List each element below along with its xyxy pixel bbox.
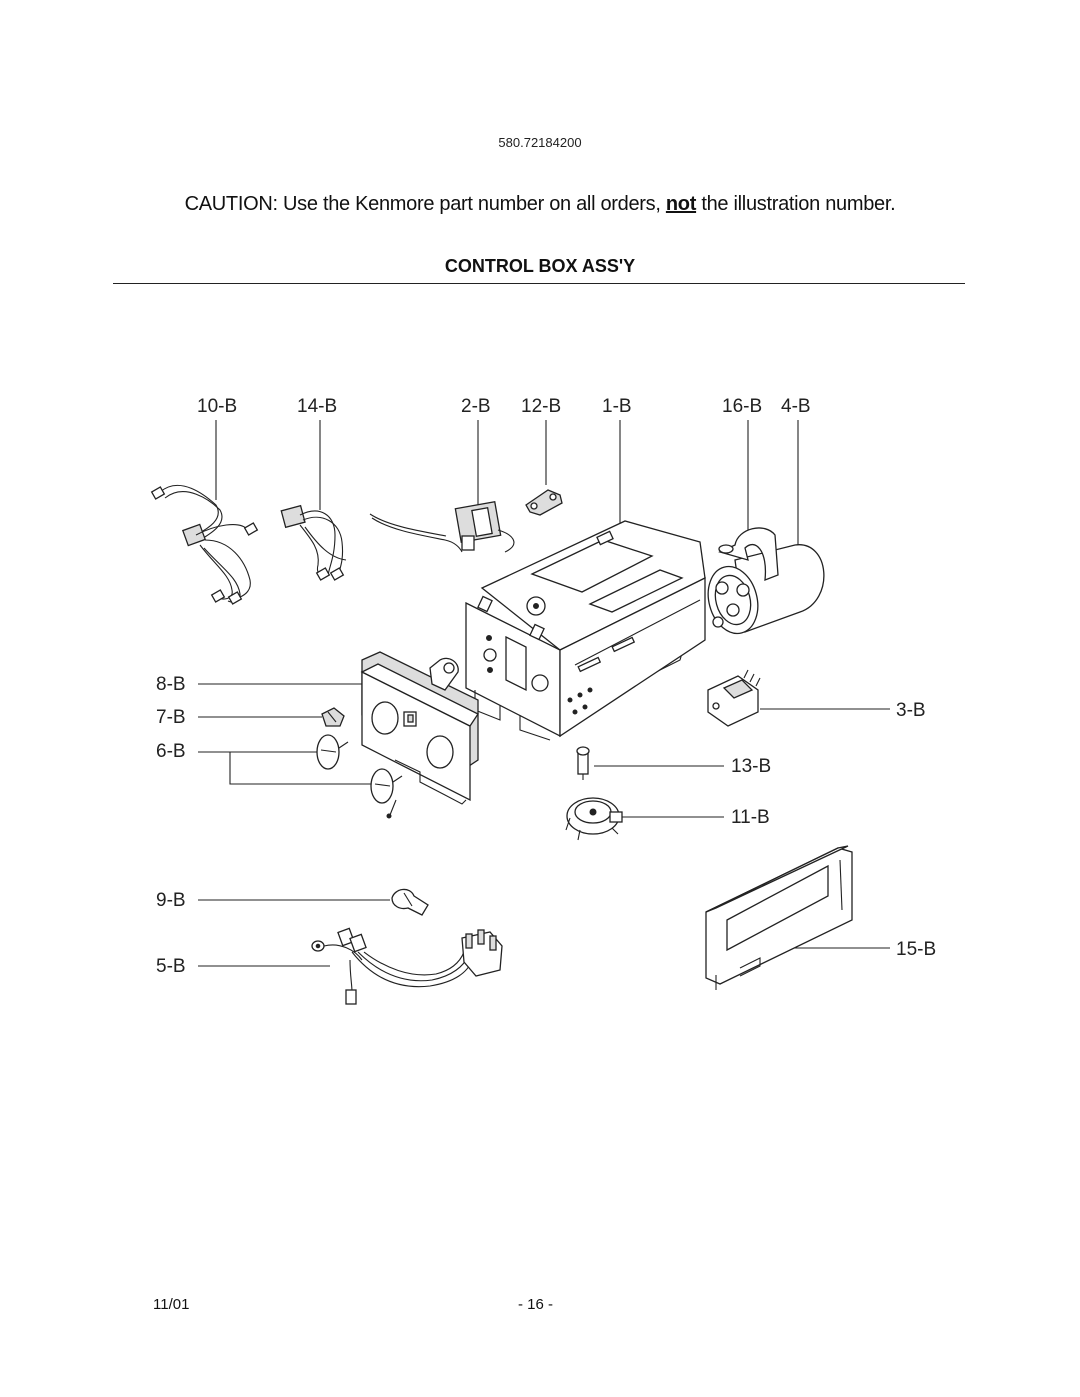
callout-6b: 6-B (156, 741, 186, 762)
callout-5b: 5-B (156, 956, 186, 977)
caution-emphasis: not (665, 193, 697, 215)
leader-lines (198, 420, 890, 967)
capacitor-4b (707, 544, 825, 635)
callout-8b: 8-B (156, 674, 186, 695)
callout-1b: 1-B (602, 396, 632, 417)
callout-15b: 15-B (896, 939, 936, 960)
section-title: CONTROL BOX ASS'Y (444, 256, 636, 276)
wiring-harness-5b (311, 927, 503, 1005)
bracket-12b (525, 489, 563, 516)
wire-harness-14b (280, 504, 347, 581)
callout-7b: 7-B (156, 707, 186, 728)
caution-suffix: the illustration number. (696, 193, 896, 215)
page-number: - 16 - (518, 1296, 554, 1313)
cord-clamp-9b (391, 888, 429, 916)
control-box-chassis-1b (465, 520, 706, 741)
callout-14b: 14-B (297, 396, 337, 417)
callout-10b: 10-B (197, 396, 237, 417)
caution-prefix: CAUTION: Use the Kenmore part number on … (184, 193, 666, 215)
callout-13b: 13-B (731, 756, 771, 777)
timer-motor-11b (565, 797, 623, 841)
callout-4b: 4-B (781, 396, 811, 417)
callout-11b: 11-B (731, 807, 770, 828)
clip-7b (321, 707, 345, 727)
control-panel-8b (360, 651, 479, 805)
thermostat-2b (369, 501, 515, 553)
callout-16b: 16-B (722, 396, 762, 417)
model-number: 580.72184200 (498, 135, 582, 150)
knobs-6b (316, 734, 403, 819)
switch-3b (707, 669, 761, 727)
callout-12b: 12-B (521, 396, 561, 417)
footer-date: 11/01 (153, 1296, 190, 1313)
connector-13b (576, 746, 590, 780)
wire-harness-10b (150, 485, 259, 605)
title-rule (113, 283, 965, 284)
display-cover-15b (705, 845, 853, 990)
capacitor-strap-16b (718, 527, 779, 581)
caution-notice: CAUTION: Use the Kenmore part number on … (0, 193, 1080, 216)
callout-9b: 9-B (156, 890, 186, 911)
callout-2b: 2-B (461, 396, 491, 417)
callout-3b: 3-B (896, 700, 926, 721)
